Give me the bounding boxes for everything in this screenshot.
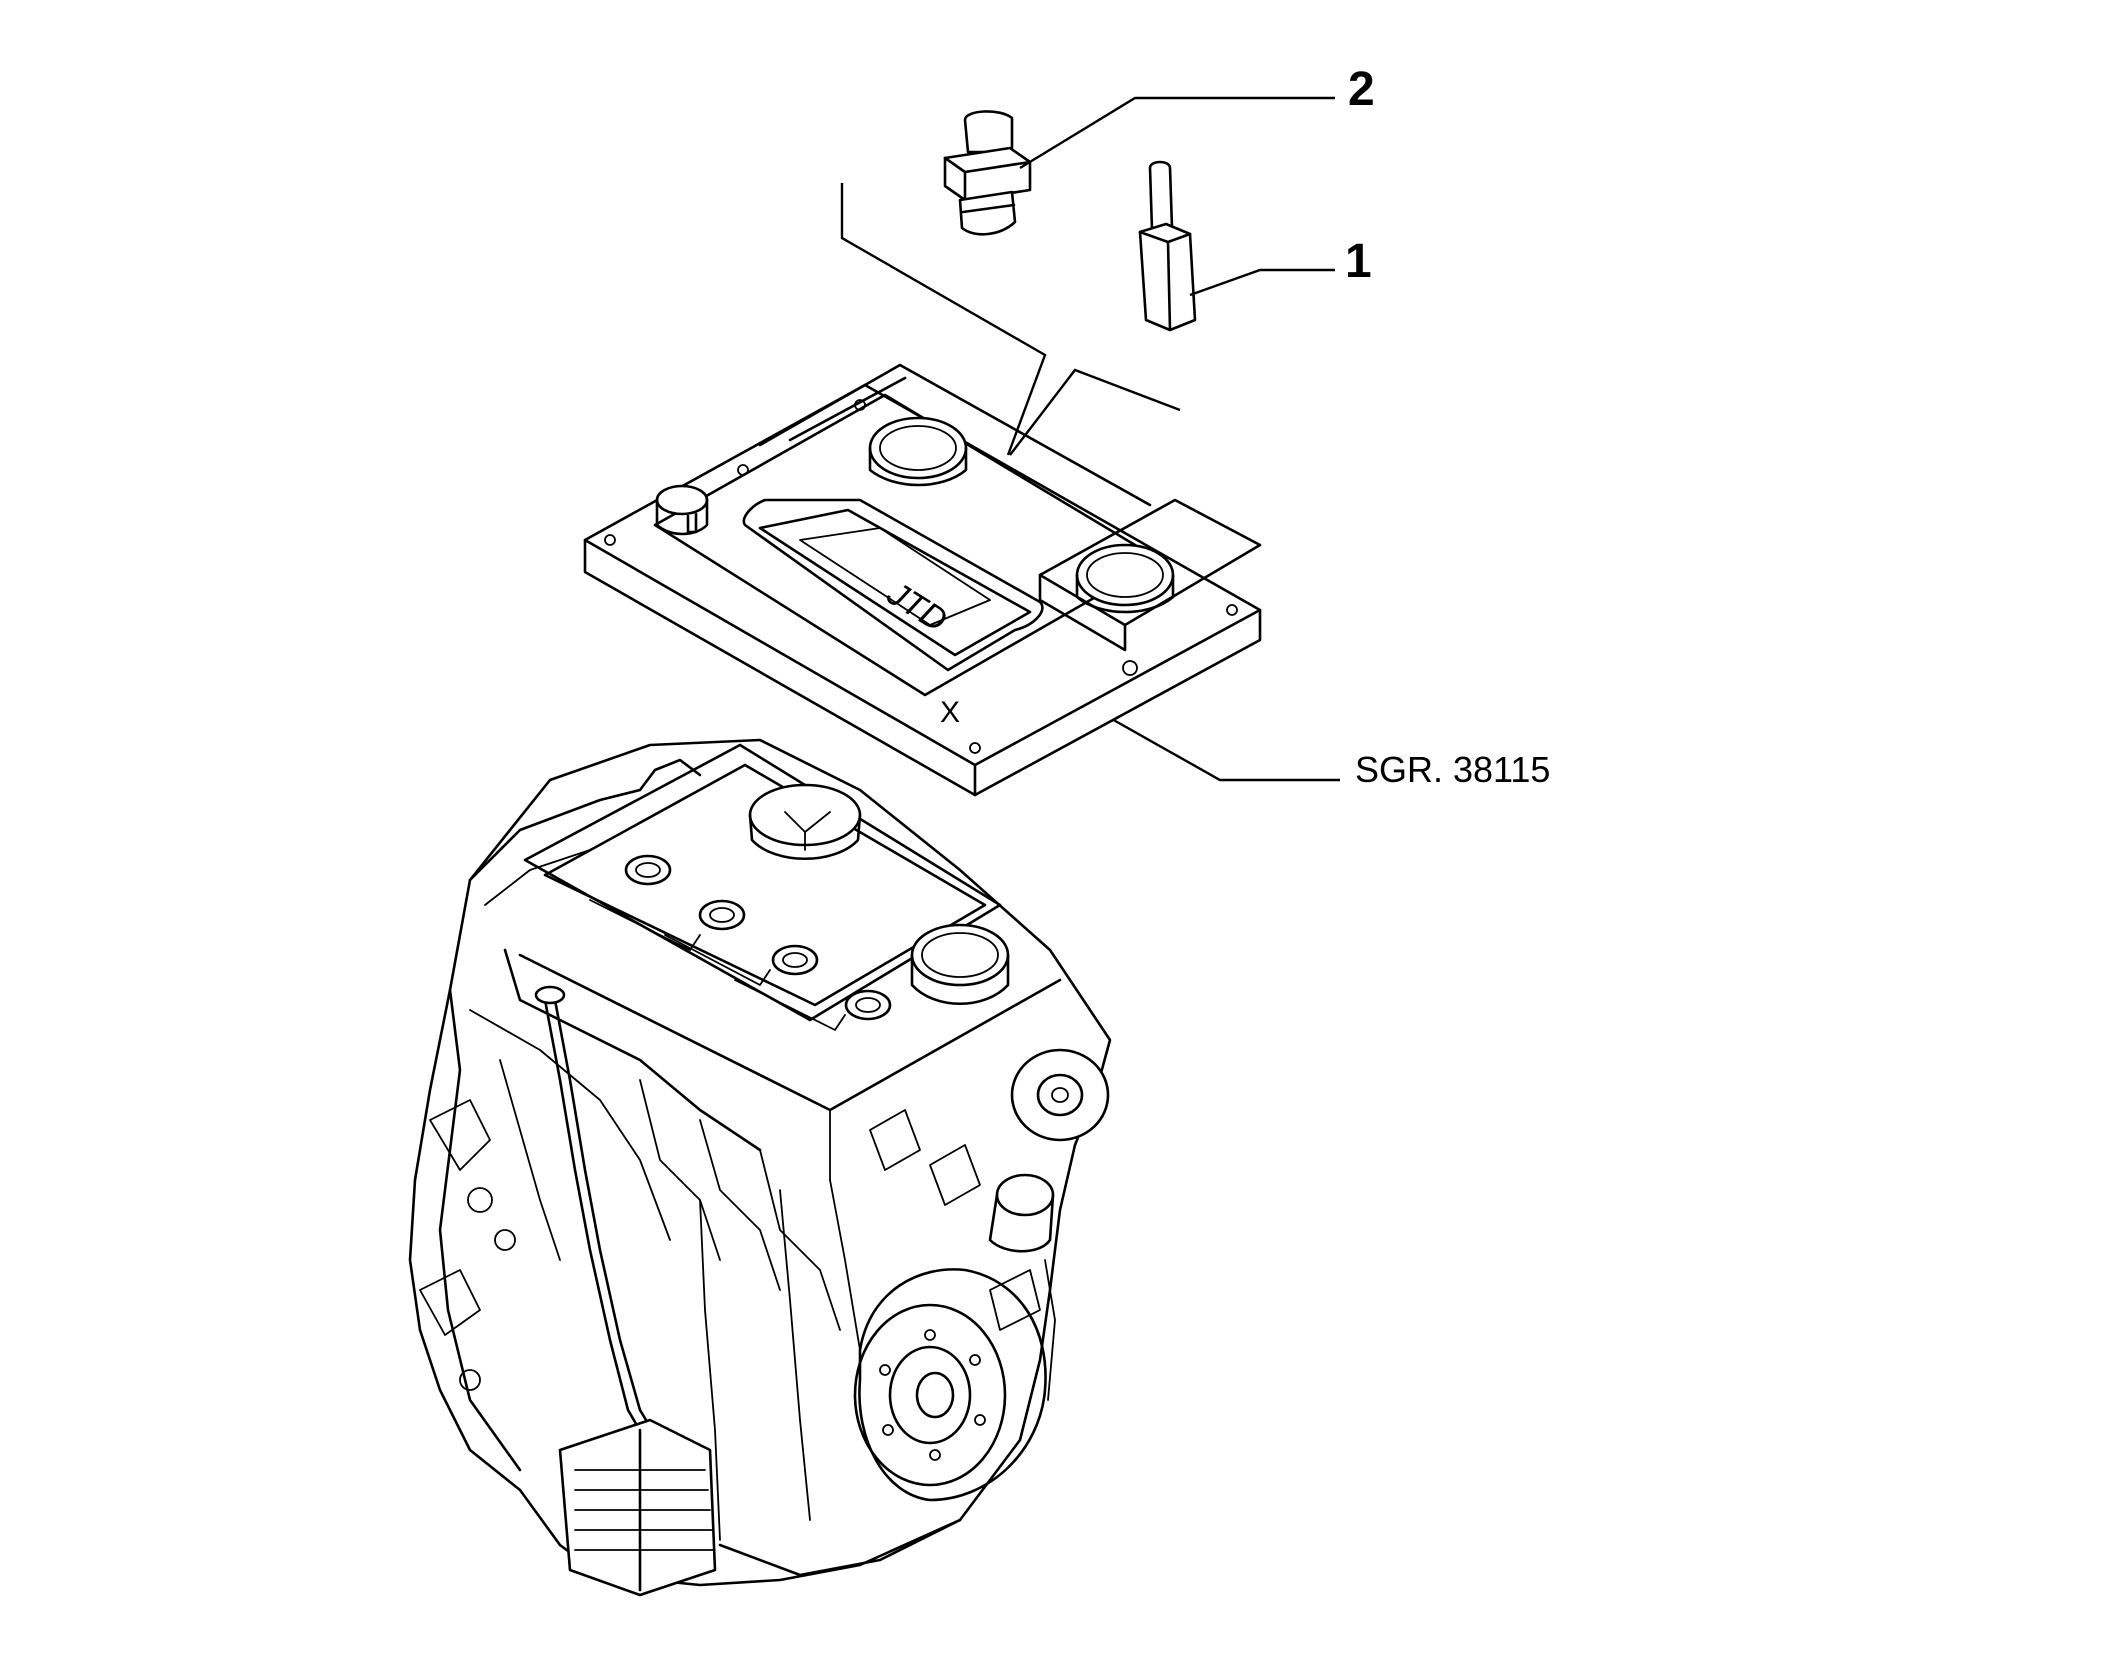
- part-1-stud: [1138, 160, 1197, 332]
- cover-marking-x: X: [940, 696, 960, 729]
- flywheel-bolts: [879, 1329, 986, 1461]
- engine-top-cover: JTD X: [583, 363, 1262, 797]
- part-2-breather-fitting: [943, 110, 1032, 236]
- engine-assembly: [408, 738, 1112, 1597]
- callout-2-label: 2: [1348, 63, 1375, 116]
- leader-lines: [840, 96, 1340, 782]
- callout-1-label: 1: [1345, 235, 1372, 288]
- injector-wells: [624, 854, 892, 1021]
- group-reference-label: SGR. 38115: [1355, 749, 1550, 790]
